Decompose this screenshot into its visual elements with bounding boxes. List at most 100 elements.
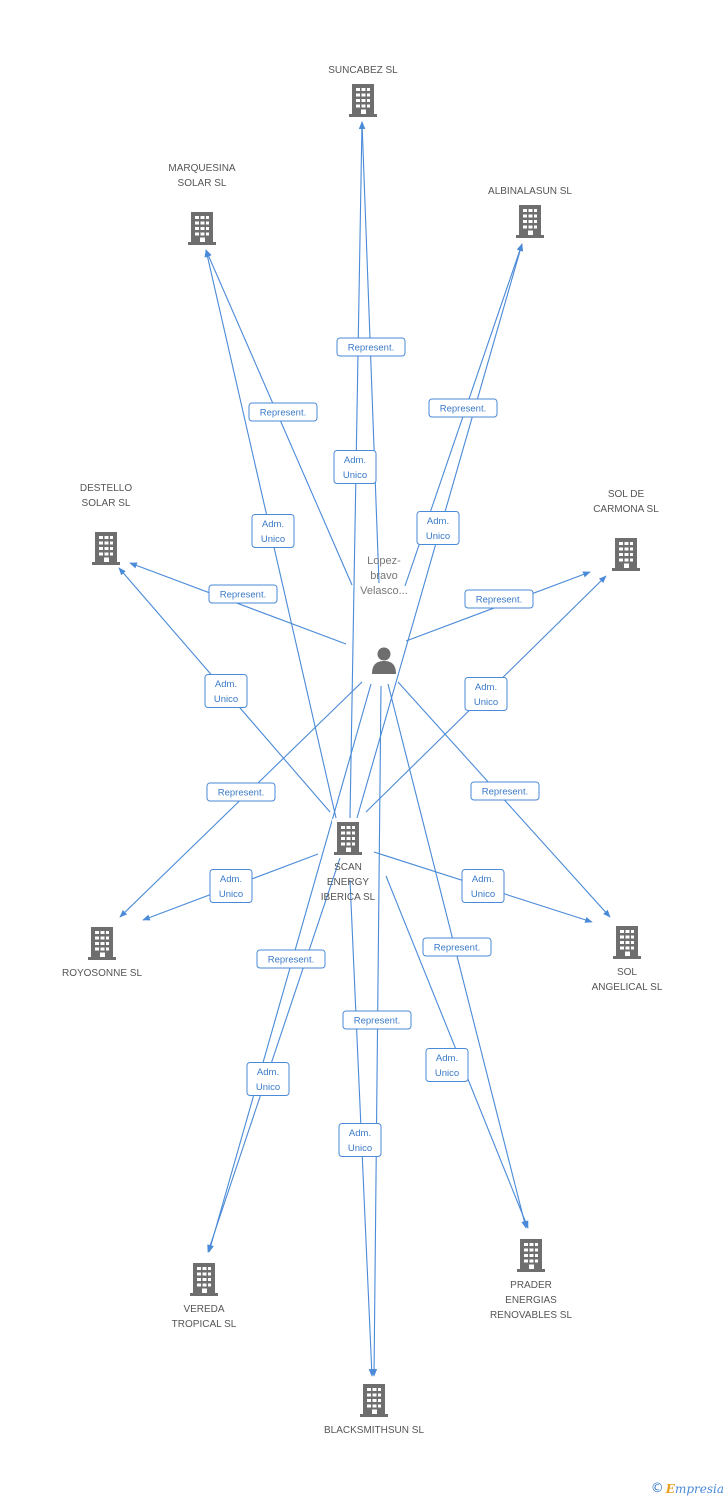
edge-label-box [464, 677, 508, 711]
building-icon [188, 212, 216, 245]
edge-label-text: Represent. [354, 1016, 400, 1027]
edge-label-text: Represent. [268, 955, 314, 966]
edge-label-text: Represent. [260, 408, 306, 419]
edge-label-box [248, 402, 318, 422]
edge-label-box [333, 450, 377, 484]
edge-label-person-to-suncabez[interactable]: Represent. [336, 337, 406, 357]
edge-label-text: Unico [219, 889, 243, 900]
edge-label-hub-to-blacksmithsun[interactable]: Adm.Unico [338, 1123, 382, 1157]
edge-label-text: Unico [256, 1082, 280, 1093]
edge-label-hub-to-marquesina[interactable]: Adm.Unico [251, 514, 295, 548]
company-node-marquesina[interactable]: MARQUESINA SOLAR SL [168, 163, 236, 247]
building-icon [190, 1263, 218, 1296]
edge-label-hub-to-prader[interactable]: Adm.Unico [425, 1048, 469, 1082]
edge-label-text: Unico [261, 534, 285, 545]
edge-label-hub-to-suncabez[interactable]: Adm.Unico [333, 450, 377, 484]
company-name: SOLAR SL [178, 178, 227, 189]
edge-label-text: Unico [214, 694, 238, 705]
company-name: RENOVABLES SL [490, 1310, 573, 1321]
edge-label-hub-to-vereda[interactable]: Adm. Unico [246, 1062, 290, 1096]
edge-label-person-to-solangelical[interactable]: Represent. [470, 781, 540, 801]
brand-logo[interactable]: Empresia [666, 1482, 724, 1496]
brand-logo-text: mpresia [674, 1481, 724, 1496]
company-node-vereda[interactable]: VEREDA TROPICAL SL [172, 1260, 237, 1330]
company-name: BLACKSMITHSUN SL [324, 1425, 424, 1436]
edge-label-text: Adm. [349, 1128, 371, 1139]
company-name: CARMONA SL [593, 504, 659, 515]
company-name: VEREDA [183, 1304, 224, 1315]
company-name: SOL DE [608, 489, 645, 500]
edges-layer [118, 121, 611, 1377]
edge-label-box [422, 937, 492, 957]
company-name: ROYOSONNE SL [62, 968, 142, 979]
edge-label-text: Represent. [476, 595, 522, 606]
company-name: SOLAR SL [82, 498, 131, 509]
edge-label-text: Unico [426, 531, 450, 542]
edge-person-to-blacksmithsun [370, 685, 382, 1377]
edge-label-person-to-soldecarmona[interactable]: Represent. [464, 589, 534, 609]
edge-label-box [461, 869, 505, 903]
edge-label-text: Adm. [257, 1067, 279, 1078]
edge-label-text: Unico [343, 470, 367, 481]
edge-label-text: Adm. [220, 874, 242, 885]
building-icon [88, 927, 116, 960]
building-icon [360, 1384, 388, 1417]
company-name: SOL [617, 967, 637, 978]
edge-label-person-to-royosonne[interactable]: Represent. [206, 782, 276, 802]
person-node[interactable]: Lopez-bravoVelasco... [360, 555, 408, 674]
edge-label-person-to-prader[interactable]: Represent. [422, 937, 492, 957]
edge-label-text: Unico [474, 697, 498, 708]
edge-label-box [338, 1123, 382, 1157]
building-icon [334, 822, 362, 855]
edge-label-hub-to-albinalasun[interactable]: Adm. Unico [416, 511, 460, 545]
building-icon [92, 532, 120, 565]
edge-label-person-to-marquesina[interactable]: Represent. [248, 402, 318, 422]
edge-label-hub-to-royosonne[interactable]: Adm. Unico [209, 869, 253, 903]
company-node-blacksmithsun[interactable]: BLACKSMITHSUN SL [324, 1381, 424, 1436]
company-node-suncabez[interactable]: SUNCABEZ SL [328, 65, 398, 119]
edge-label-person-to-vereda[interactable]: Represent. [256, 949, 326, 969]
edge-label-box [336, 337, 406, 357]
edge-label-box [208, 584, 278, 604]
person-name: Velasco... [360, 585, 408, 597]
building-icon [613, 926, 641, 959]
edge-label-text: Represent. [440, 404, 486, 415]
company-name: TROPICAL SL [172, 1319, 237, 1330]
footer-brand: © Empresia [651, 1481, 724, 1496]
edge-label-box [206, 782, 276, 802]
person-name: bravo [370, 570, 398, 582]
edge-label-hub-to-destello[interactable]: Adm.Unico [204, 674, 248, 708]
edge-label-text: Adm. [436, 1053, 458, 1064]
edge-label-hub-to-solangelical[interactable]: Adm.Unico [461, 869, 505, 903]
edge-label-person-to-blacksmithsun[interactable]: Represent. [342, 1010, 412, 1030]
company-name: SCAN [334, 862, 362, 873]
company-node-albinalasun[interactable]: ALBINALASUN SL [488, 186, 572, 240]
company-name: SUNCABEZ SL [328, 65, 398, 76]
company-name: ALBINALASUN SL [488, 186, 572, 197]
edge-label-text: Represent. [348, 343, 394, 354]
copyright-icon: © [650, 1481, 664, 1496]
edge-label-box [209, 869, 253, 903]
building-icon [612, 538, 640, 571]
edge-label-person-to-destello[interactable]: Represent. [208, 584, 278, 604]
company-name: ENERGIAS [505, 1295, 557, 1306]
edge-label-box [246, 1062, 290, 1096]
company-name: PRADER [510, 1280, 552, 1291]
company-node-royosonne[interactable]: ROYOSONNE SL [62, 924, 142, 979]
edge-label-text: Adm. [427, 516, 449, 527]
edge-label-box [464, 589, 534, 609]
edge-label-box [204, 674, 248, 708]
edge-labels-layer: Represent.Adm.UnicoRepresent.Adm.UnicoRe… [204, 337, 540, 1157]
edge-label-hub-to-soldecarmona[interactable]: Adm.Unico [464, 677, 508, 711]
edge-label-person-to-albinalasun[interactable]: Represent. [428, 398, 498, 418]
company-node-prader[interactable]: PRADER ENERGIAS RENOVABLES SL [490, 1236, 573, 1321]
company-name: MARQUESINA [168, 163, 236, 174]
building-icon [516, 205, 544, 238]
edge-label-box [251, 514, 295, 548]
company-node-soldecarmona[interactable]: SOL DE CARMONA SL [593, 489, 659, 573]
